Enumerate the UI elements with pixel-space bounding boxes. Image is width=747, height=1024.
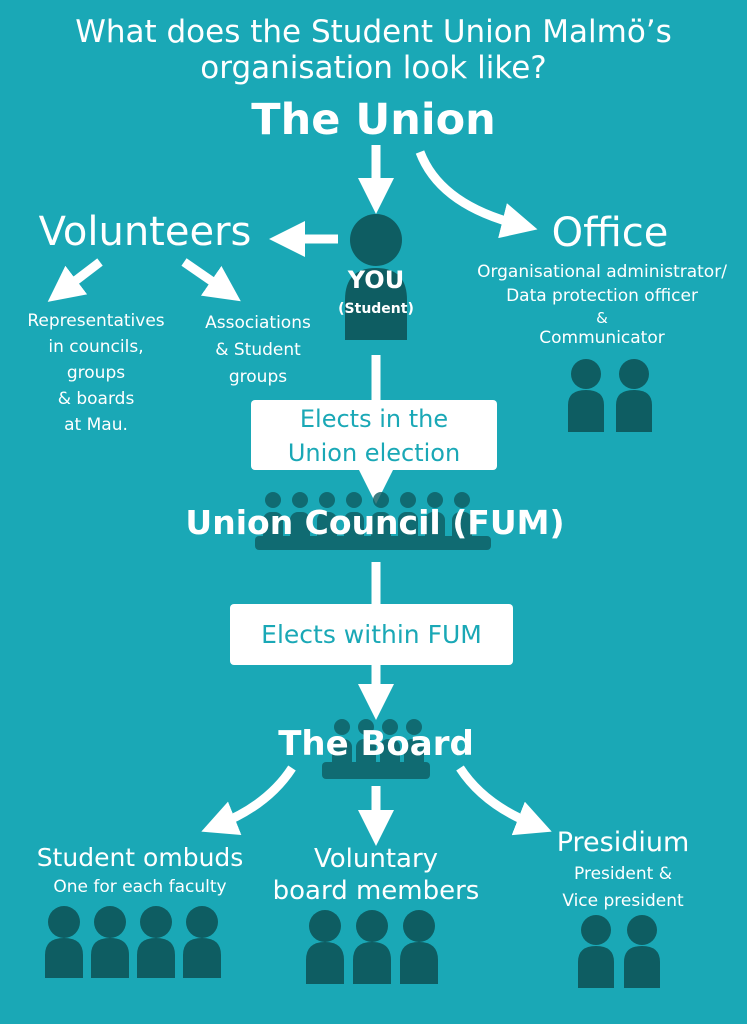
volunteers-heading: Volunteers bbox=[38, 209, 252, 255]
presidium-people-icon bbox=[578, 915, 660, 988]
voluntary-heading: Voluntary board members bbox=[258, 843, 494, 907]
representatives-text: Representatives in councils, groups & bo… bbox=[18, 308, 174, 438]
arrow-board-to-ombuds bbox=[201, 765, 296, 836]
arrow-volunteers-to-representatives bbox=[47, 258, 103, 302]
office-heading: Office bbox=[551, 210, 669, 256]
representatives-line: groups bbox=[66, 363, 126, 383]
representatives-line: at Mau. bbox=[64, 415, 128, 435]
the-board-heading: The Board bbox=[278, 724, 474, 764]
you-sublabel: (Student) bbox=[338, 301, 414, 317]
office-role-line: Communicator bbox=[539, 328, 665, 348]
office-people-icon bbox=[568, 359, 652, 432]
associations-line: groups bbox=[228, 367, 288, 387]
representatives-line: in councils, bbox=[48, 337, 144, 357]
office-role-line: & bbox=[596, 309, 608, 327]
presidium-heading: Presidium bbox=[556, 827, 690, 858]
presidium-line: President & bbox=[574, 864, 672, 884]
associations-line: & Student bbox=[215, 340, 301, 360]
page-title: What does the Student Union Malmö’s orga… bbox=[0, 14, 747, 86]
voluntary-people-icon bbox=[306, 910, 438, 984]
ombuds-people-icon bbox=[45, 906, 221, 978]
arrow-board-to-presidium bbox=[456, 765, 552, 836]
representatives-line: & boards bbox=[57, 389, 135, 409]
office-role-line: Organisational administrator/ bbox=[477, 262, 727, 282]
you-label: YOU bbox=[347, 266, 405, 294]
union-council-heading: Union Council (FUM) bbox=[185, 503, 565, 542]
elects-union-line: Union election bbox=[287, 439, 461, 467]
presidium-subtext: President & Vice president bbox=[528, 861, 718, 915]
the-union-heading: The Union bbox=[251, 95, 496, 145]
elects-union-line: Elects in the bbox=[299, 405, 449, 433]
elects-union-box: Elects in the Union election bbox=[251, 400, 497, 470]
office-roles: Organisational administrator/ Data prote… bbox=[462, 260, 742, 348]
voluntary-line: board members bbox=[272, 876, 480, 906]
elects-fum-box: Elects within FUM bbox=[230, 604, 513, 665]
ombuds-subtext: One for each faculty bbox=[53, 877, 227, 897]
you-person-icon bbox=[345, 214, 407, 340]
associations-line: Associations bbox=[205, 313, 311, 333]
title-line-2: organisation look like? bbox=[200, 50, 547, 86]
associations-text: Associations & Student groups bbox=[195, 310, 321, 391]
title-line-1: What does the Student Union Malmö’s bbox=[75, 14, 672, 50]
ombuds-heading: Student ombuds bbox=[36, 843, 244, 872]
voluntary-line: Voluntary bbox=[313, 844, 439, 874]
office-role-line: Data protection officer bbox=[506, 286, 698, 306]
board-people-icon bbox=[322, 719, 430, 779]
presidium-line: Vice president bbox=[562, 891, 684, 911]
arrow-union-to-office bbox=[415, 150, 538, 239]
arrow-volunteers-to-associations bbox=[181, 258, 241, 302]
council-people-icon bbox=[255, 492, 491, 550]
representatives-line: Representatives bbox=[27, 311, 165, 331]
